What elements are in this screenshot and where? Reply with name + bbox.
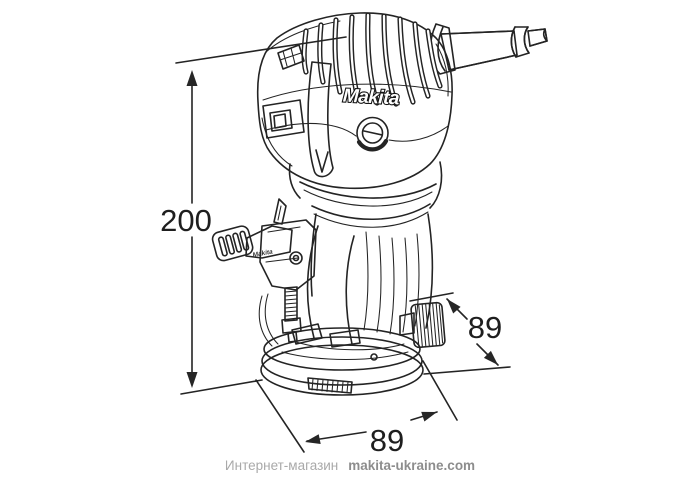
router-base — [260, 323, 424, 396]
dimension-height: 200 — [160, 36, 347, 395]
vent-slats — [301, 12, 443, 107]
dimension-depth: 89 — [409, 292, 511, 375]
clamp-lever: Makita — [211, 198, 317, 347]
motor-body — [288, 161, 443, 345]
dimension-width-label: 89 — [370, 423, 404, 458]
site-label: makita-ukraine.com — [348, 457, 476, 473]
dimension-depth-label: 89 — [468, 310, 502, 345]
dimension-width: 89 — [255, 360, 458, 458]
brush-cap-screw — [356, 116, 389, 152]
store-label: Интернет-магазин — [224, 457, 339, 473]
dimension-height-label: 200 — [160, 203, 212, 238]
power-switch — [262, 99, 305, 139]
adjustment-knob — [399, 301, 446, 349]
clamp-screw — [281, 286, 302, 343]
motor-head: Makita — [256, 12, 453, 190]
power-cord — [429, 23, 548, 75]
makita-logo-small: Makita — [252, 248, 274, 258]
vent-hole — [277, 44, 305, 70]
housing-ribs — [363, 231, 420, 335]
front-ridge — [307, 61, 334, 178]
base-grip-ribs — [307, 377, 353, 394]
makita-logo: Makita — [342, 86, 400, 110]
watermark: Интернет-магазин makita-ukraine.com — [0, 457, 700, 473]
clamp-block — [259, 219, 317, 291]
